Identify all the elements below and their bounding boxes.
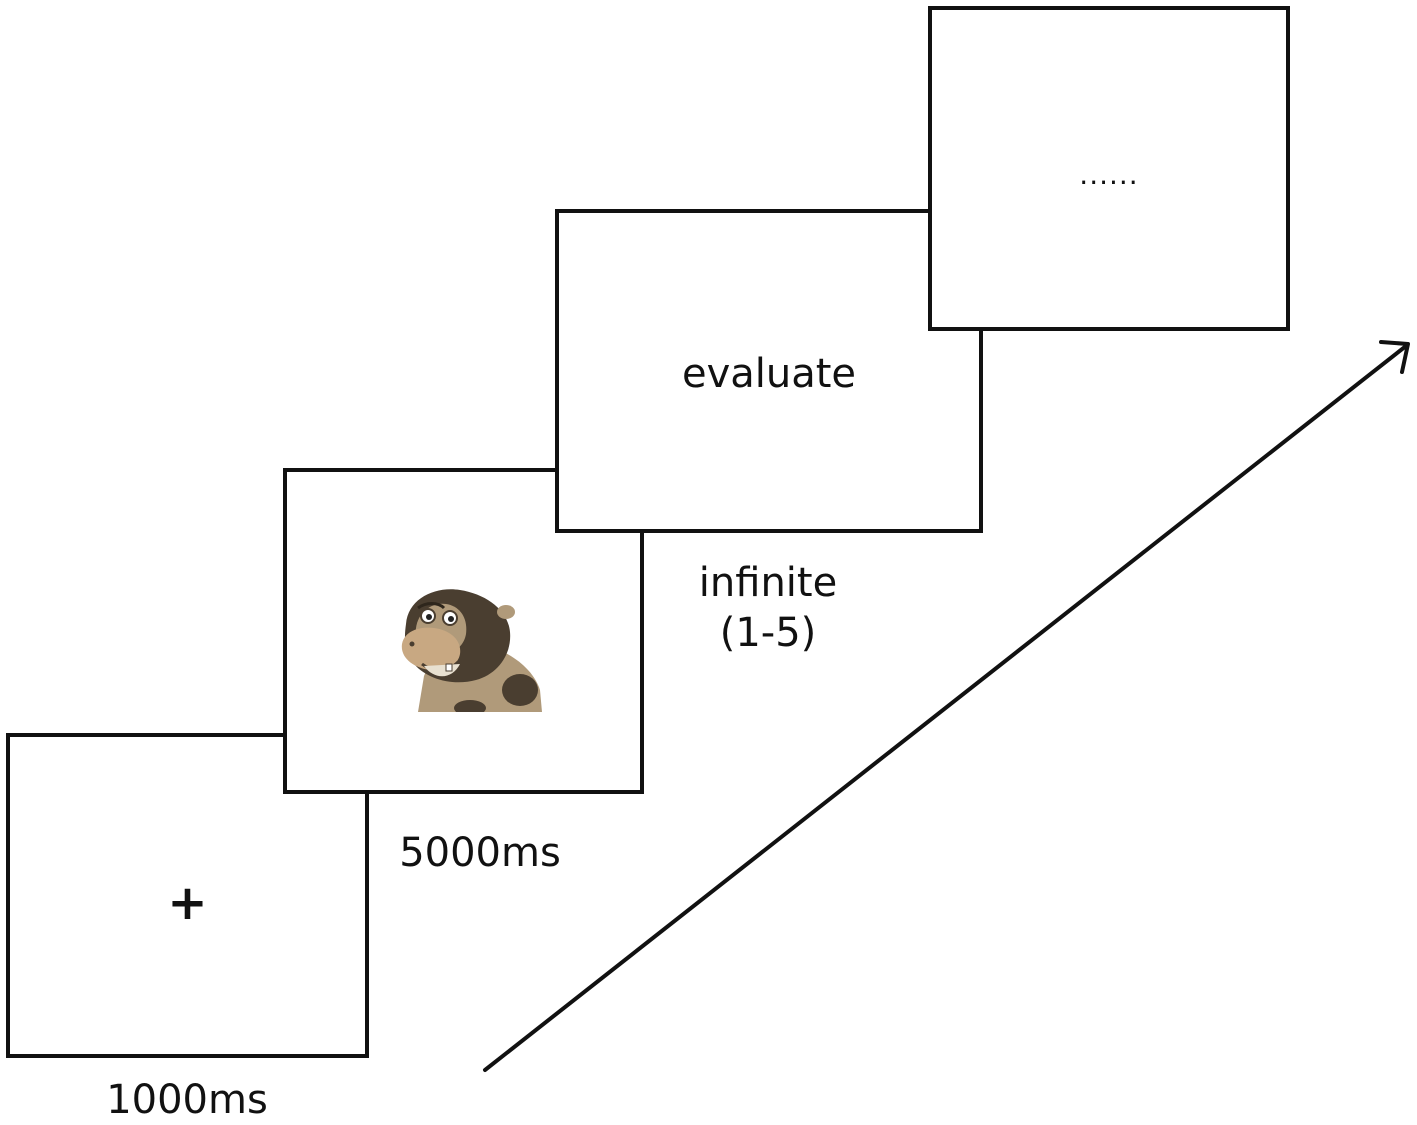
evaluation-screen: evaluate [555,209,983,533]
fixation-cross: + [167,875,208,931]
evaluation-duration-line-2: (1-5) [719,610,817,656]
evaluation-duration-line-1: infinite [698,560,838,606]
fixation-duration-label: 1000ms [106,1077,268,1123]
ellipsis-text: ...... [1079,158,1139,191]
cartoon-animal-image [401,589,542,712]
evaluation-duration-label: infinite (1-5) [668,558,868,658]
evaluate-prompt: evaluate [681,351,857,397]
continuation-screen: ...... [928,6,1290,331]
stimulus-duration-label: 5000ms [399,830,561,876]
